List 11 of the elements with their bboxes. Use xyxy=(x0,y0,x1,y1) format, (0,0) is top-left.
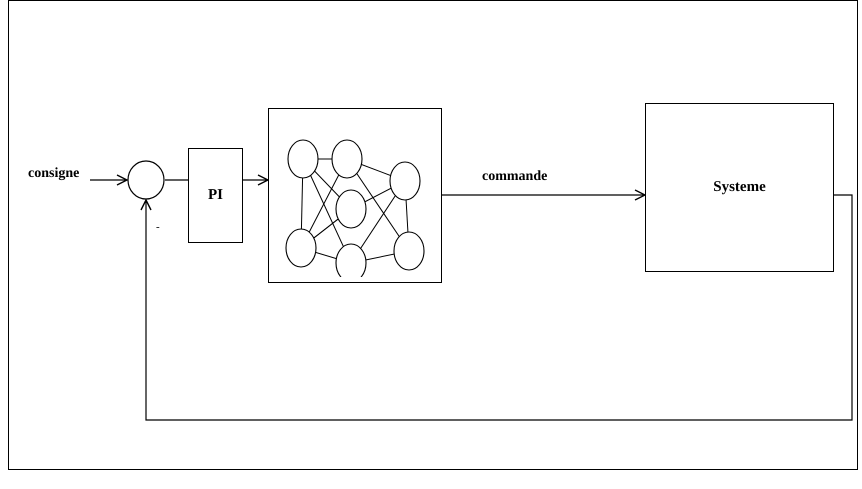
arrow xyxy=(243,174,269,186)
arrow xyxy=(442,189,646,201)
block-label: PI xyxy=(208,186,223,206)
block-box xyxy=(188,148,243,243)
arrow xyxy=(90,174,128,186)
block-box xyxy=(645,103,834,272)
neural-network-box xyxy=(268,108,442,283)
summing-junction xyxy=(127,160,165,200)
arrow xyxy=(140,194,853,421)
minus-sign: - xyxy=(156,222,160,233)
block-label: Systeme xyxy=(713,178,766,198)
